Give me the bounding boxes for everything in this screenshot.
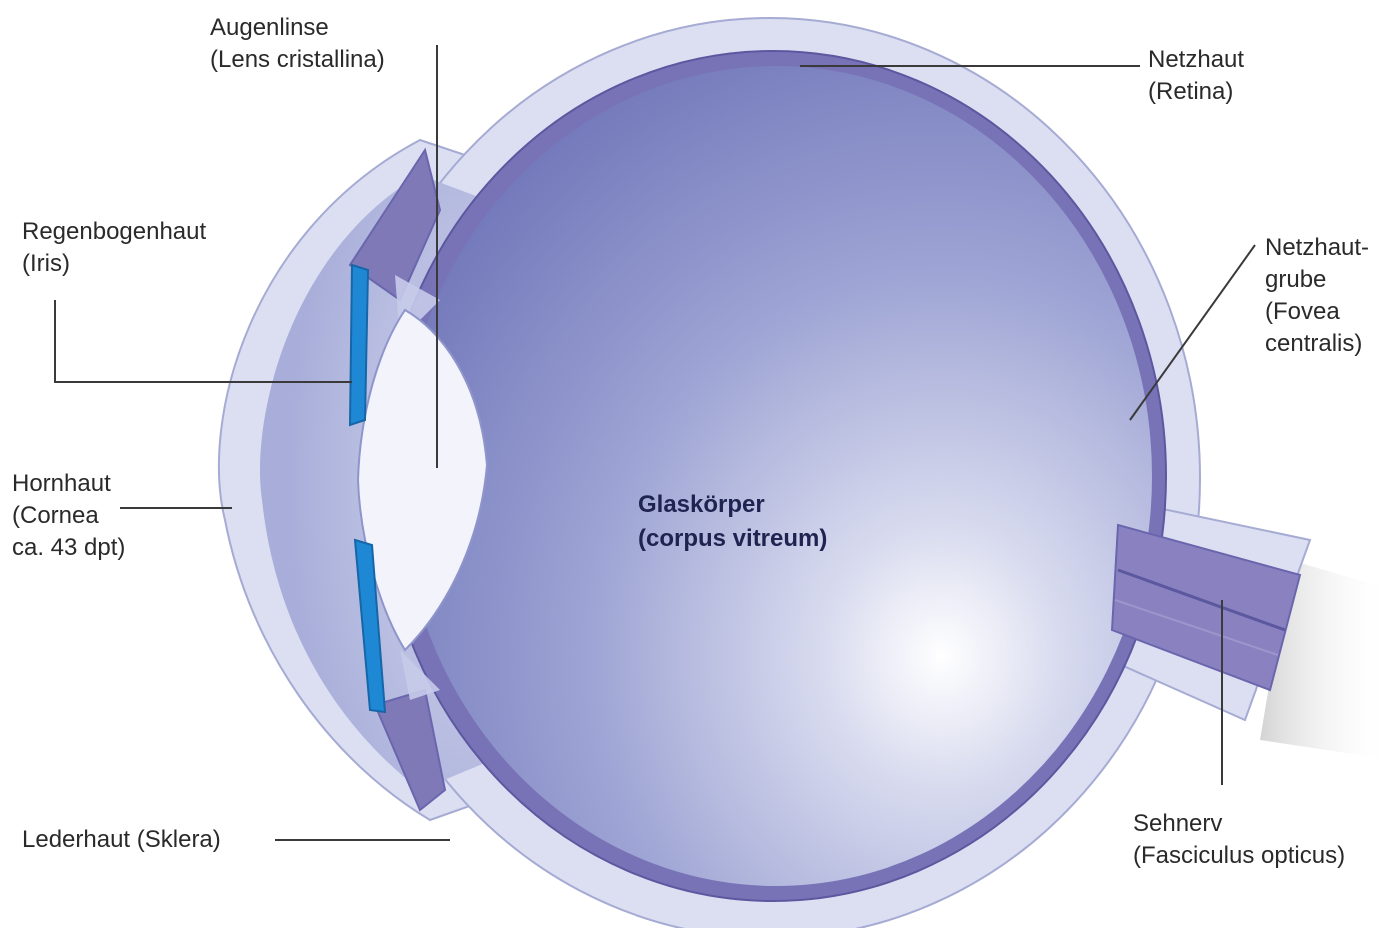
label-sclera: Lederhaut (Sklera) <box>22 824 221 856</box>
label-lens: Augenlinse (Lens cristallina) <box>210 12 385 76</box>
label-vitreous-line1: Glaskörper <box>638 488 827 522</box>
label-cornea-line2: (Cornea <box>12 500 125 532</box>
label-retina-line2: (Retina) <box>1148 76 1244 108</box>
label-fovea-line2: grube <box>1265 264 1369 296</box>
label-vitreous: Glaskörper (corpus vitreum) <box>638 488 827 556</box>
label-lens-line1: Augenlinse <box>210 12 385 44</box>
label-fovea-line1: Netzhaut- <box>1265 232 1369 264</box>
vitreous-body <box>400 66 1152 886</box>
label-vitreous-line2: (corpus vitreum) <box>638 522 827 556</box>
label-cornea-line1: Hornhaut <box>12 468 125 500</box>
label-iris-line1: Regenbogenhaut <box>22 216 206 248</box>
label-iris-line2: (Iris) <box>22 248 206 280</box>
label-lens-line2: (Lens cristallina) <box>210 44 385 76</box>
label-optic-nerve-line1: Sehnerv <box>1133 808 1345 840</box>
label-optic-nerve: Sehnerv (Fasciculus opticus) <box>1133 808 1345 872</box>
label-fovea-line4: centralis) <box>1265 328 1369 360</box>
label-iris: Regenbogenhaut (Iris) <box>22 216 206 280</box>
label-fovea: Netzhaut- grube (Fovea centralis) <box>1265 232 1369 360</box>
label-cornea: Hornhaut (Cornea ca. 43 dpt) <box>12 468 125 564</box>
label-retina-line1: Netzhaut <box>1148 44 1244 76</box>
label-fovea-line3: (Fovea <box>1265 296 1369 328</box>
label-optic-nerve-line2: (Fasciculus opticus) <box>1133 840 1345 872</box>
label-retina: Netzhaut (Retina) <box>1148 44 1244 108</box>
label-cornea-line3: ca. 43 dpt) <box>12 532 125 564</box>
iris-upper <box>350 265 368 425</box>
label-sclera-line1: Lederhaut (Sklera) <box>22 824 221 856</box>
